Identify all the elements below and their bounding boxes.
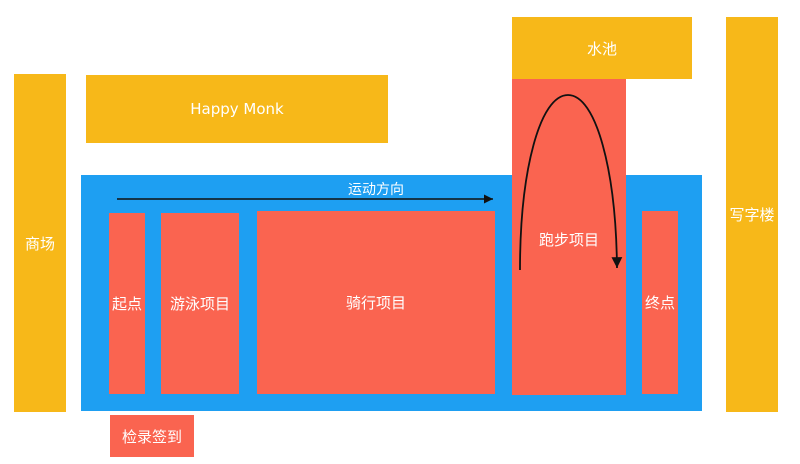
checkin-zone: 检录签到 — [110, 415, 194, 457]
checkin-label: 检录签到 — [121, 427, 182, 446]
finish-label: 终点 — [644, 293, 675, 312]
direction-label: 运动方向 — [348, 182, 404, 198]
happy-monk-building: Happy Monk — [86, 75, 388, 143]
pool-label: 水池 — [586, 39, 617, 58]
happy-monk-label: Happy Monk — [190, 100, 284, 118]
run-zone: 跑步项目 — [512, 79, 626, 395]
start-label: 起点 — [111, 294, 142, 313]
run-label: 跑步项目 — [538, 231, 599, 249]
swim-label: 游泳项目 — [169, 295, 230, 313]
finish-zone: 终点 — [642, 211, 678, 394]
mall-label: 商场 — [24, 234, 55, 253]
ride-zone: 骑行项目 — [257, 211, 495, 394]
ride-label: 骑行项目 — [345, 294, 406, 312]
office-building: 写字楼 — [726, 17, 778, 412]
start-zone: 起点 — [109, 213, 145, 394]
swim-zone: 游泳项目 — [161, 213, 239, 394]
mall-building: 商场 — [14, 74, 66, 412]
office-label: 写字楼 — [729, 206, 775, 224]
pool-area: 水池 — [512, 17, 692, 79]
